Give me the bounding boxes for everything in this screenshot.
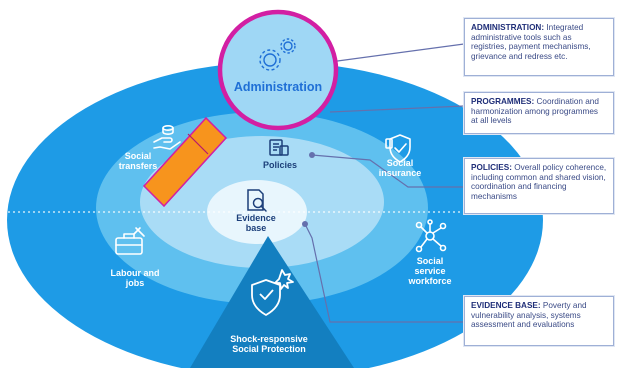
evidence-magnify-icon [247,189,267,212]
callout-policies: POLICIES: Overall policy coherence, incl… [464,158,614,214]
shock-responsive-triangle [190,236,354,368]
callout-lines [304,43,465,323]
toolbox-icon [115,227,145,255]
callout-line-administration [329,43,465,63]
callout-line-policies [311,154,464,188]
network-icon [415,219,447,253]
shock-shield-icon [251,269,294,316]
magnifier-label: Administration [233,80,323,94]
shield-icon [385,134,411,163]
magnifier-lens [217,9,339,131]
callout-evidence-base: EVIDENCE BASE: Poverty and vulnerability… [464,296,614,346]
callout-programmes: PROGRAMMES: Coordination and harmonizati… [464,92,614,134]
callout-administration: ADMINISTRATION: Integrated administrativ… [464,18,614,76]
hand-coins-icon [153,124,181,150]
gears-icon [259,38,296,71]
magnifier-handle [142,116,228,208]
center-evidence-base [207,180,307,244]
policies-document-icon [269,139,289,156]
callout-dots [302,152,315,227]
callout-line-evidence [304,223,464,323]
policies-label: Policies [262,160,298,170]
callout-line-programmes [329,105,465,113]
